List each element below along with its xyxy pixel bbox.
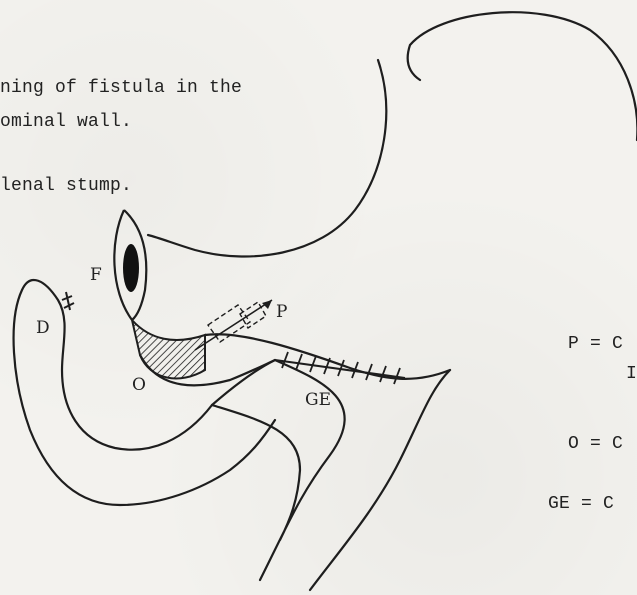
stomach-outline [148, 12, 637, 379]
label-f: F [90, 265, 102, 285]
legend-p: P = C [568, 334, 623, 354]
fistula-opening [123, 244, 139, 292]
legend-o: O = C [568, 434, 623, 454]
label-ge: GE [305, 390, 331, 410]
stump-suture-marks [62, 292, 74, 310]
legend-p-continuation: I [626, 364, 637, 384]
label-d: D [36, 318, 50, 338]
jejunal-loop [212, 360, 450, 590]
probe-arrowhead [262, 300, 272, 309]
hatched-anastomosis [132, 320, 205, 378]
legend-ge: GE = C [548, 494, 614, 514]
label-o: O [132, 375, 146, 395]
ge-suture-ticks [282, 352, 400, 384]
label-p: P [276, 302, 287, 322]
